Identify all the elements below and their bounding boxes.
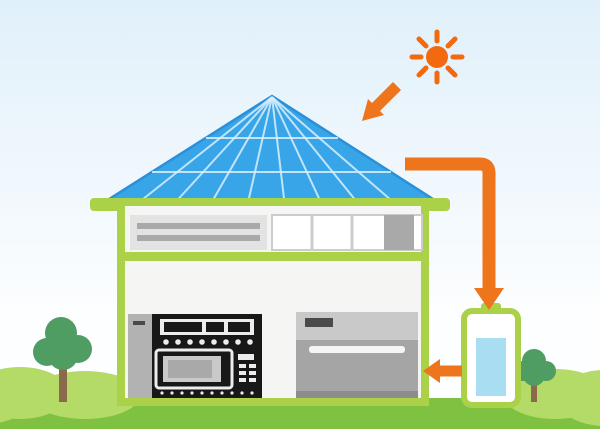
solar-panel-grid xyxy=(132,96,400,208)
oven-base-dots xyxy=(160,391,254,395)
arrow-battery-to-house xyxy=(423,359,462,383)
storage-battery xyxy=(461,303,521,408)
tree-trunk xyxy=(59,366,67,402)
bush-left xyxy=(0,367,140,423)
oven-control-display xyxy=(160,319,254,335)
roof-surface xyxy=(93,94,449,210)
tree-left xyxy=(33,317,92,402)
house-frame-right xyxy=(421,206,429,406)
window-dark-pane xyxy=(384,215,414,250)
oven-knobs xyxy=(163,339,253,345)
tree-trunk xyxy=(531,381,537,402)
house-frame-bottom xyxy=(117,398,429,406)
arrow-roof-to-battery xyxy=(405,157,504,310)
kitchen-oven-unit xyxy=(128,314,262,398)
dishwasher-control xyxy=(305,318,333,327)
battery-cell xyxy=(476,338,506,396)
sun xyxy=(409,29,465,85)
upper-window-panes xyxy=(271,214,423,251)
energy-arrows xyxy=(362,82,504,383)
oven-button-pad xyxy=(238,354,256,382)
sun-rays xyxy=(409,29,465,85)
dishwasher-handle xyxy=(309,346,405,353)
floor-divider xyxy=(125,252,421,261)
house xyxy=(117,206,429,406)
microwave-door xyxy=(154,348,234,390)
house-frame-left xyxy=(117,206,125,406)
oven-side-panel xyxy=(128,314,152,398)
oven-side-handle xyxy=(133,321,145,325)
solar-panel-roof xyxy=(90,94,450,211)
sunlight-arrow xyxy=(362,82,401,121)
dishwasher xyxy=(296,312,418,398)
upper-window-louver xyxy=(130,215,267,250)
dishwasher-base xyxy=(296,391,418,398)
